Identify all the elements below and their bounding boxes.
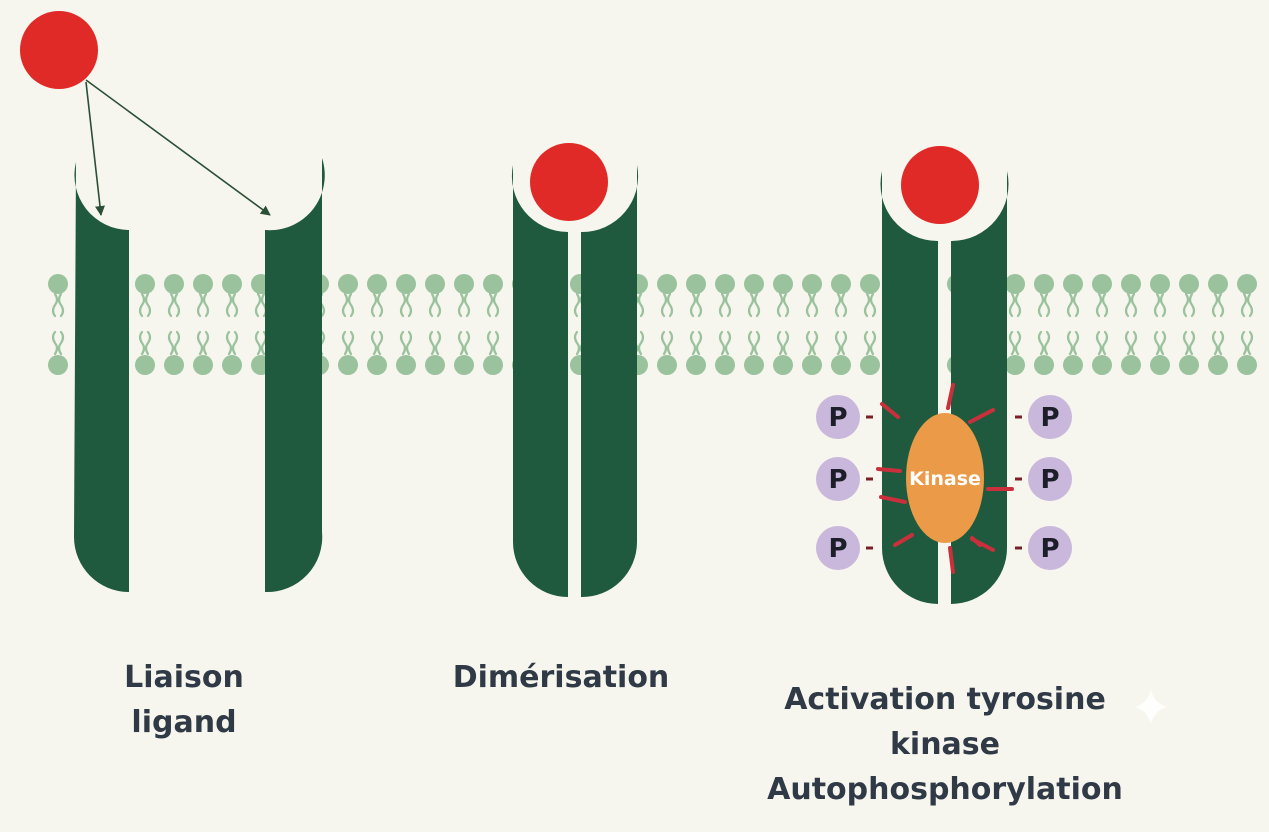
sparkle-icon <box>1135 690 1167 724</box>
bound-ligand <box>901 146 979 224</box>
receptor-left-monomer <box>74 162 129 592</box>
phosphate-label: P <box>828 403 847 433</box>
phospholipid <box>1150 274 1170 375</box>
phosphate-group: P <box>1015 526 1072 570</box>
phospholipid <box>657 274 677 375</box>
binding-arrow <box>85 81 105 216</box>
phospholipid <box>48 274 68 375</box>
phosphate-circle <box>816 395 860 439</box>
phospholipid <box>1237 274 1257 375</box>
phospholipid <box>483 274 503 375</box>
phospholipid <box>744 274 764 375</box>
stage-ligand-binding <box>20 11 325 593</box>
caption-line: ligand <box>131 705 237 740</box>
phospholipid <box>860 274 880 375</box>
phosphate-group: P <box>816 526 873 570</box>
phospholipid <box>1034 274 1054 375</box>
binding-arrow <box>85 79 271 216</box>
stage-dimerisation <box>511 143 639 598</box>
phospholipid <box>1208 274 1228 375</box>
phospholipid <box>1092 274 1112 375</box>
caption-line: Activation tyrosine <box>784 682 1106 717</box>
phosphate-label: P <box>1040 534 1059 564</box>
phospholipid <box>1179 274 1199 375</box>
phospholipid <box>454 274 474 375</box>
lipid-bilayer <box>48 274 1257 375</box>
phospholipid <box>686 274 706 375</box>
phosphate-circle <box>816 526 860 570</box>
receptor-active-left <box>880 171 938 604</box>
phospholipid <box>338 274 358 375</box>
phospholipid <box>135 274 155 375</box>
phospholipid <box>164 274 184 375</box>
phosphate-circle <box>1028 457 1072 501</box>
phosphate-group: P <box>816 457 873 501</box>
phosphate-label: P <box>828 465 847 495</box>
receptor-dimer-left <box>511 165 568 597</box>
phospholipid <box>1005 274 1025 375</box>
receptor-active-right <box>951 171 1009 604</box>
kinase-domain <box>906 413 984 543</box>
activation-ray <box>879 495 907 504</box>
activation-ray <box>880 402 900 419</box>
activation-ray <box>876 467 902 473</box>
caption-activation: Activation tyrosine kinase Autophosphory… <box>767 677 1123 812</box>
stage-activation: Kinase P P P P P P <box>816 146 1072 604</box>
phospholipid <box>396 274 416 375</box>
phospholipid <box>1121 274 1141 375</box>
receptor-right-monomer <box>265 158 325 593</box>
phosphate-group: P <box>1015 395 1072 439</box>
free-ligand <box>20 11 98 89</box>
phosphate-circle <box>1028 526 1072 570</box>
activation-ray <box>946 383 955 410</box>
phosphate-label: P <box>828 534 847 564</box>
phosphate-label: P <box>1040 403 1059 433</box>
phospholipid <box>222 274 242 375</box>
phospholipid <box>193 274 213 375</box>
caption-line: Dimérisation <box>452 660 670 695</box>
phosphate-label: P <box>1040 465 1059 495</box>
caption-ligand-binding: Liaison ligand <box>124 655 244 745</box>
bound-ligand <box>530 143 608 221</box>
activation-ray <box>948 546 955 574</box>
activation-ray <box>968 408 995 424</box>
phospholipid <box>831 274 851 375</box>
phospholipid <box>773 274 793 375</box>
phospholipid <box>802 274 822 375</box>
phospholipid <box>1063 274 1083 375</box>
activation-rays <box>876 383 1014 574</box>
phosphate-group: P <box>1015 457 1072 501</box>
caption-dimerisation: Dimérisation <box>453 655 670 700</box>
phosphate-circle <box>816 457 860 501</box>
phospholipid <box>425 274 445 375</box>
activation-ray <box>893 533 914 547</box>
caption-line: kinase <box>889 727 1001 762</box>
phosphate-circle <box>1028 395 1072 439</box>
caption-line: Liaison <box>124 660 244 695</box>
kinase-label: Kinase <box>909 468 981 490</box>
phosphate-groups: P P P P P P <box>816 395 1072 570</box>
phospholipid <box>715 274 735 375</box>
activation-ray <box>970 536 982 547</box>
receptor-dimer-right <box>581 165 639 598</box>
caption-line: Autophosphorylation <box>767 772 1123 807</box>
phosphate-group: P <box>816 395 873 439</box>
phospholipid <box>367 274 387 375</box>
